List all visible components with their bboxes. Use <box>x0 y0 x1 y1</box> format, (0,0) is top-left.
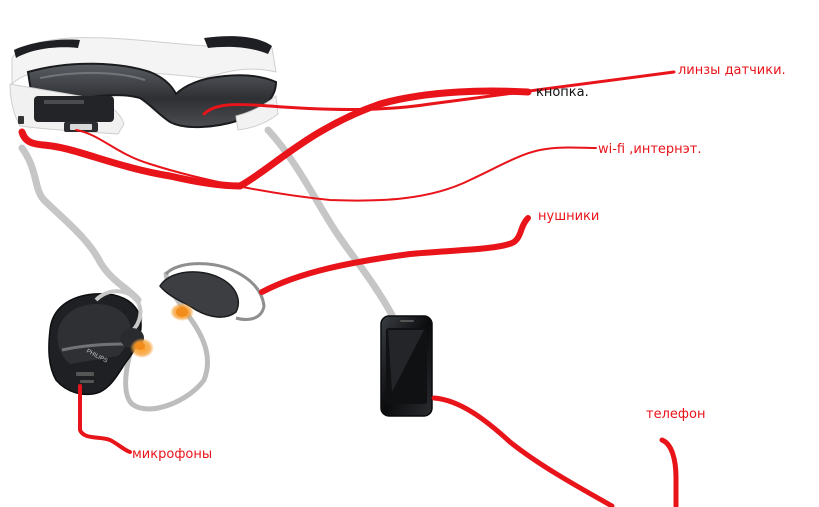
label-phone: телефон <box>646 407 705 422</box>
stroke-to-button <box>18 87 532 190</box>
label-wifi: wi-fi ,интернэт. <box>598 142 702 157</box>
stroke-to-headphones <box>259 215 531 295</box>
stroke-to-wifi <box>75 129 597 202</box>
gray-connectors <box>18 126 396 319</box>
headset-icon: PHILIPS <box>48 262 266 412</box>
glasses-icon <box>9 36 279 135</box>
annotation-strokes <box>18 70 679 507</box>
label-button: кнопка. <box>536 85 589 100</box>
label-headphones: нушники <box>538 209 599 224</box>
label-microphones: микрофоны <box>132 447 212 462</box>
label-lenses-sensors: линзы датчики. <box>678 63 786 78</box>
stroke-to-phone-label <box>659 437 679 507</box>
connector-glasses-to-headset <box>18 144 142 304</box>
stroke-to-microphones <box>78 384 132 454</box>
smartphone-icon <box>380 315 433 417</box>
connector-glasses-to-phone <box>264 126 396 319</box>
stroke-to-lenses-sensors <box>202 70 676 116</box>
stroke-from-phone <box>431 395 615 507</box>
